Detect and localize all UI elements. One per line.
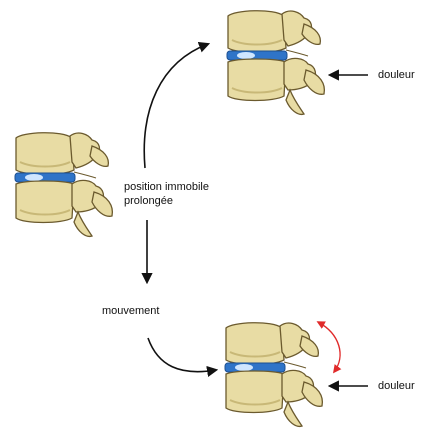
- label-movement: mouvement: [102, 305, 160, 317]
- arrow-to-static-position: [143, 41, 211, 169]
- vertebra-segment-top: [226, 9, 326, 116]
- label-pain-top: douleur: [378, 69, 415, 81]
- vertebra-segment-bottom: [224, 321, 324, 428]
- label-position-line1: position immobile: [124, 181, 209, 193]
- vertebra-segment-left: [14, 131, 114, 238]
- arrow-to-movement-position: [147, 337, 219, 377]
- label-position-line2: prolongée: [124, 195, 173, 207]
- red-motion-arrow: [316, 321, 342, 374]
- label-pain-bottom: douleur: [378, 380, 415, 392]
